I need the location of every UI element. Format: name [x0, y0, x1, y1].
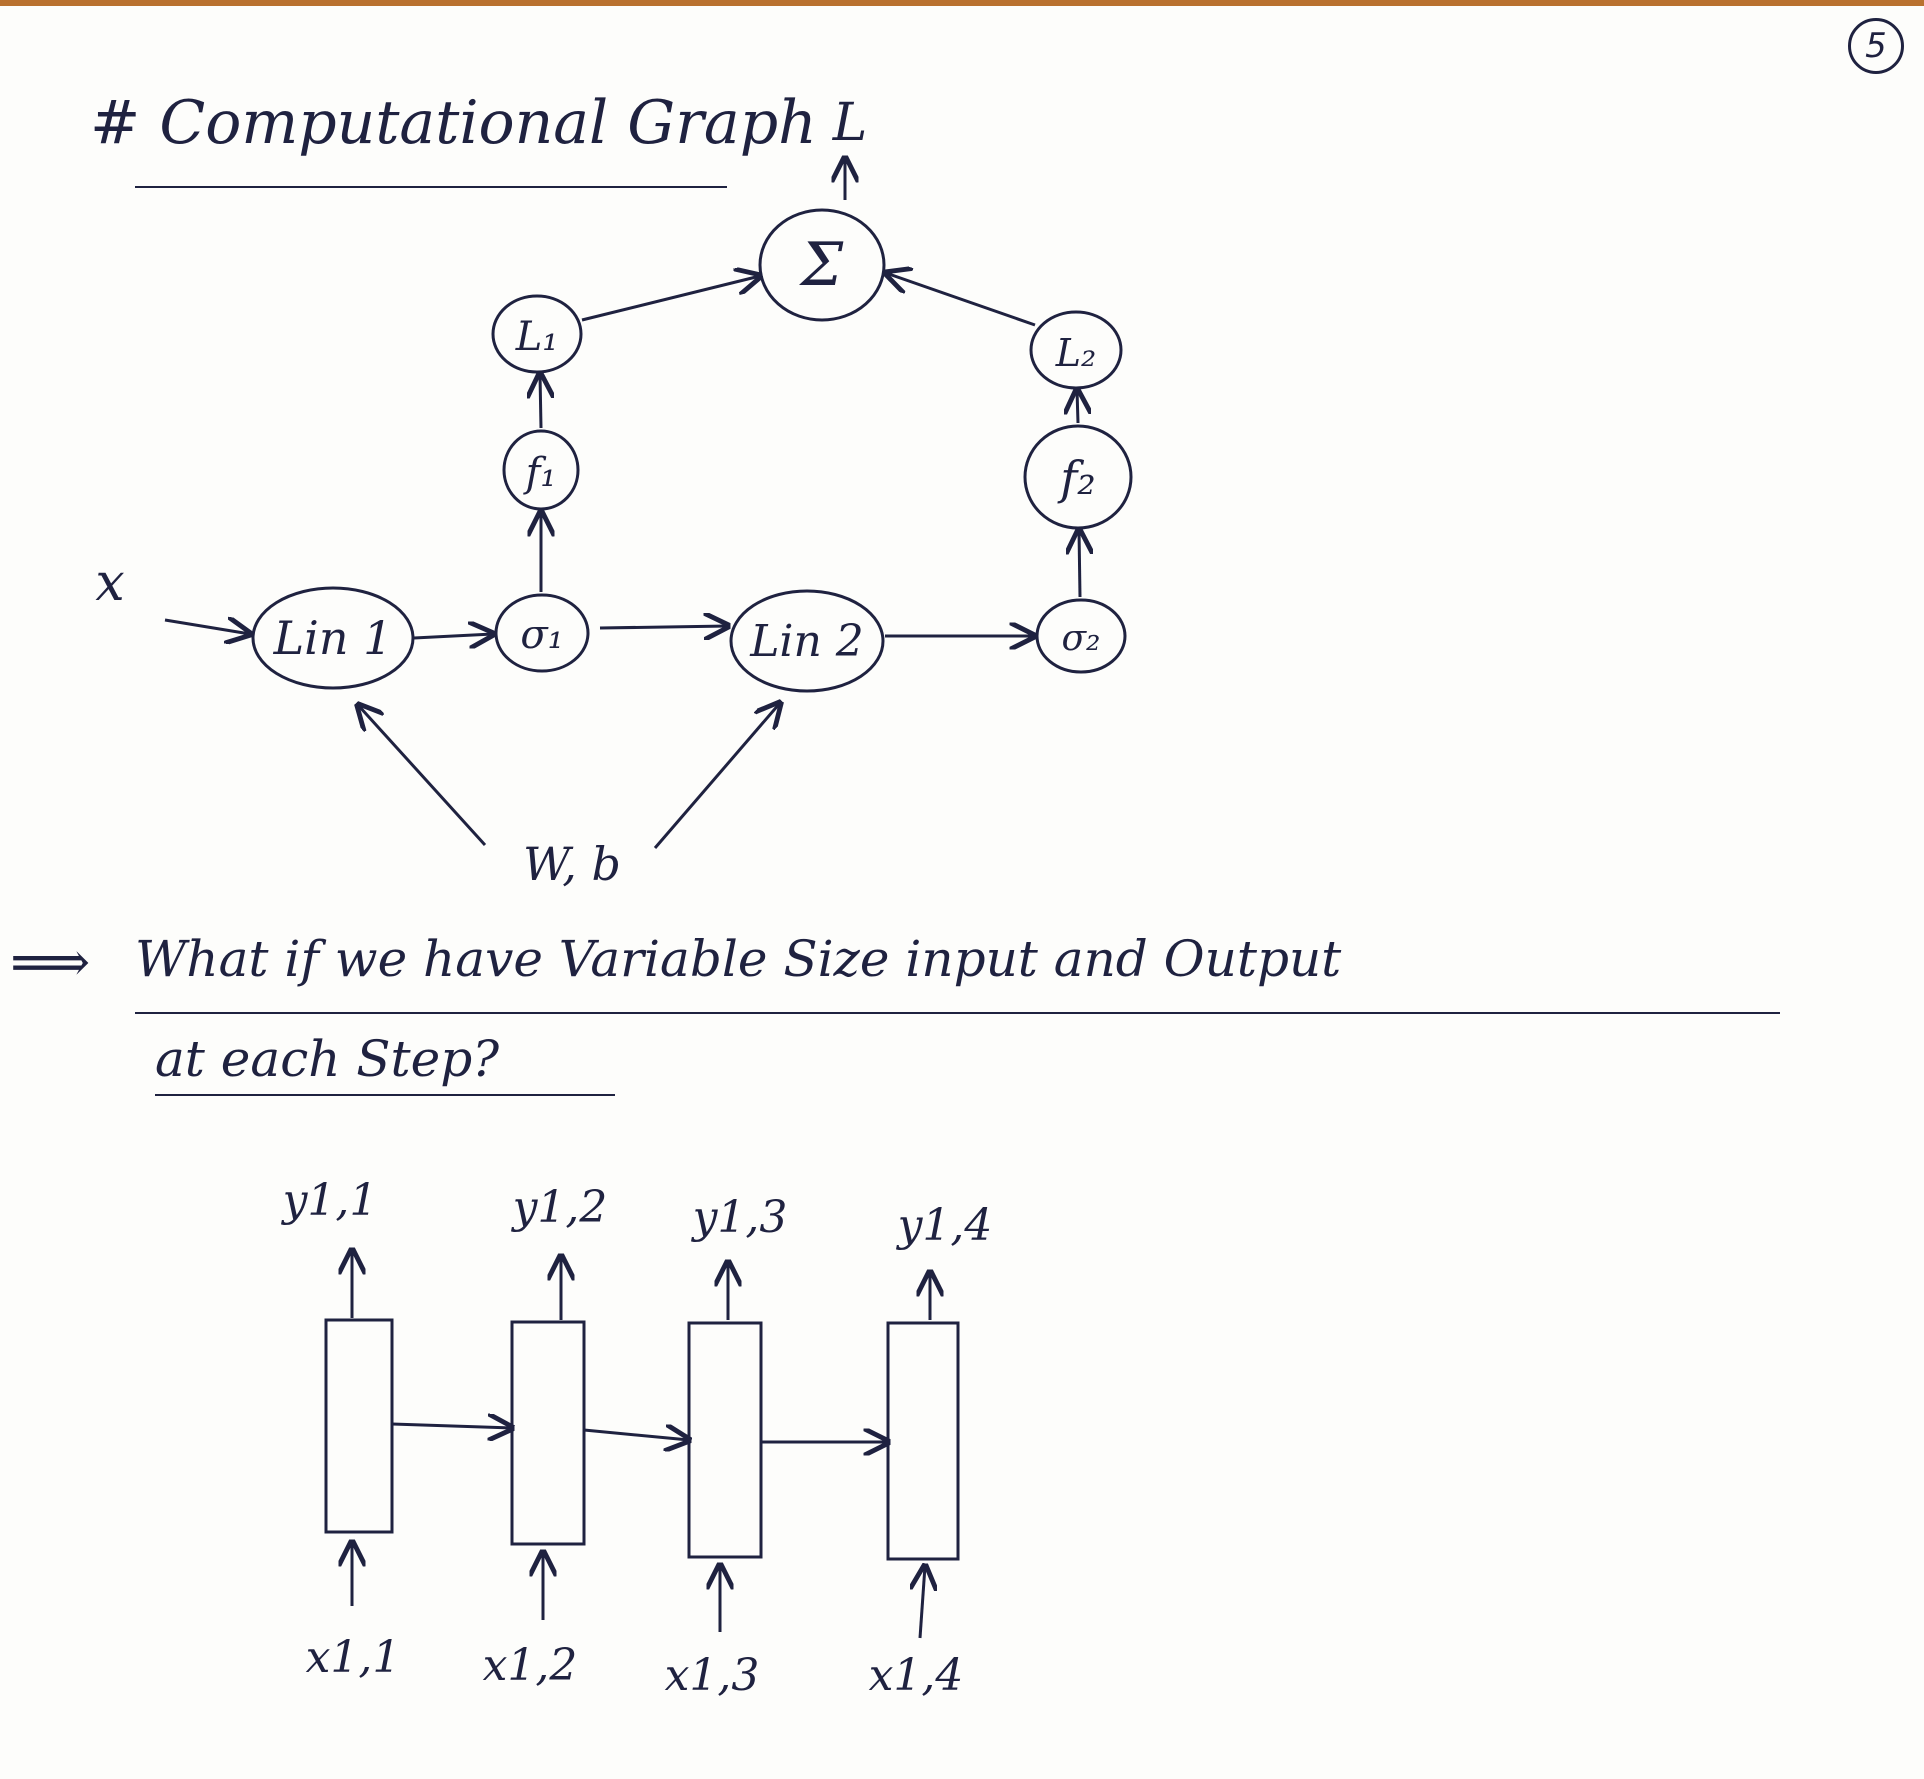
label-sigma2: σ₂: [1061, 618, 1100, 659]
implies-arrow: ⟹: [10, 930, 91, 995]
arrow-cell2-to-cell3: [583, 1430, 689, 1440]
arrow-cell1-to-cell2: [391, 1424, 512, 1428]
label-params: W, b: [523, 837, 621, 891]
rnn-input-4: x1,4: [869, 1650, 964, 1701]
rnn-output-2: y1,2: [511, 1182, 608, 1233]
question-underline-2: [155, 1094, 615, 1096]
node-f1: [502, 429, 580, 511]
label-f2: f₂: [1057, 451, 1095, 505]
rnn-cell-1: [324, 1318, 394, 1534]
rnn-diagram: [324, 1250, 960, 1639]
arrow-lin1-to-sigma1: [413, 634, 493, 638]
label-loss: L: [832, 93, 868, 153]
rnn-output-1: y1,1: [281, 1175, 378, 1226]
rnn-cell-4: [886, 1321, 960, 1561]
rnn-cell-3: [687, 1321, 763, 1559]
rnn-output-3: y1,3: [691, 1192, 788, 1243]
rnn-input-1: x1,1: [306, 1632, 401, 1683]
arrow-l1-to-sum: [581, 276, 760, 322]
page-number: 5: [1865, 26, 1887, 66]
arrow-params-to-lin2: [653, 703, 780, 849]
node-sigma2: [1035, 598, 1127, 674]
rnn-output-4: y1,4: [896, 1200, 993, 1251]
rnn-input-2: x1,2: [483, 1640, 578, 1691]
rnn-cell-2: [510, 1320, 586, 1546]
arrow-x14-up: [920, 1566, 925, 1639]
section-heading: # Computational Graph: [90, 88, 817, 158]
arrow-params-to-lin1: [358, 705, 487, 847]
heading-underline: [135, 186, 727, 188]
node-sum: [758, 208, 886, 322]
question-underline-1: [135, 1012, 1780, 1014]
node-lin2: [729, 589, 885, 693]
arrow-f1-to-l1: [540, 374, 541, 429]
top-edge-band: [0, 0, 1924, 6]
rnn-input-3: x1,3: [665, 1650, 760, 1701]
label-lin2: Lin 2: [749, 616, 864, 667]
page-number-badge: 5: [1848, 18, 1904, 74]
arrow-x-to-lin1: [164, 620, 250, 634]
label-lin1: Lin 1: [273, 611, 393, 665]
arrow-sigma1-to-lin2: [599, 626, 728, 628]
label-sum: Σ: [799, 230, 844, 300]
label-l2: L₂: [1055, 331, 1096, 375]
label-l1: L₁: [515, 314, 559, 360]
label-input-x: x: [95, 553, 124, 613]
question-line-2: at each Step?: [155, 1030, 500, 1088]
question-line-1: What if we have Variable Size input and …: [135, 930, 1342, 988]
arrow-sigma2-to-f2: [1079, 530, 1080, 598]
label-sigma1: σ₁: [520, 612, 563, 658]
label-f1: f₁: [523, 450, 557, 496]
arrow-f2-to-l2: [1077, 390, 1078, 424]
arrow-l2-to-sum: [886, 273, 1036, 327]
